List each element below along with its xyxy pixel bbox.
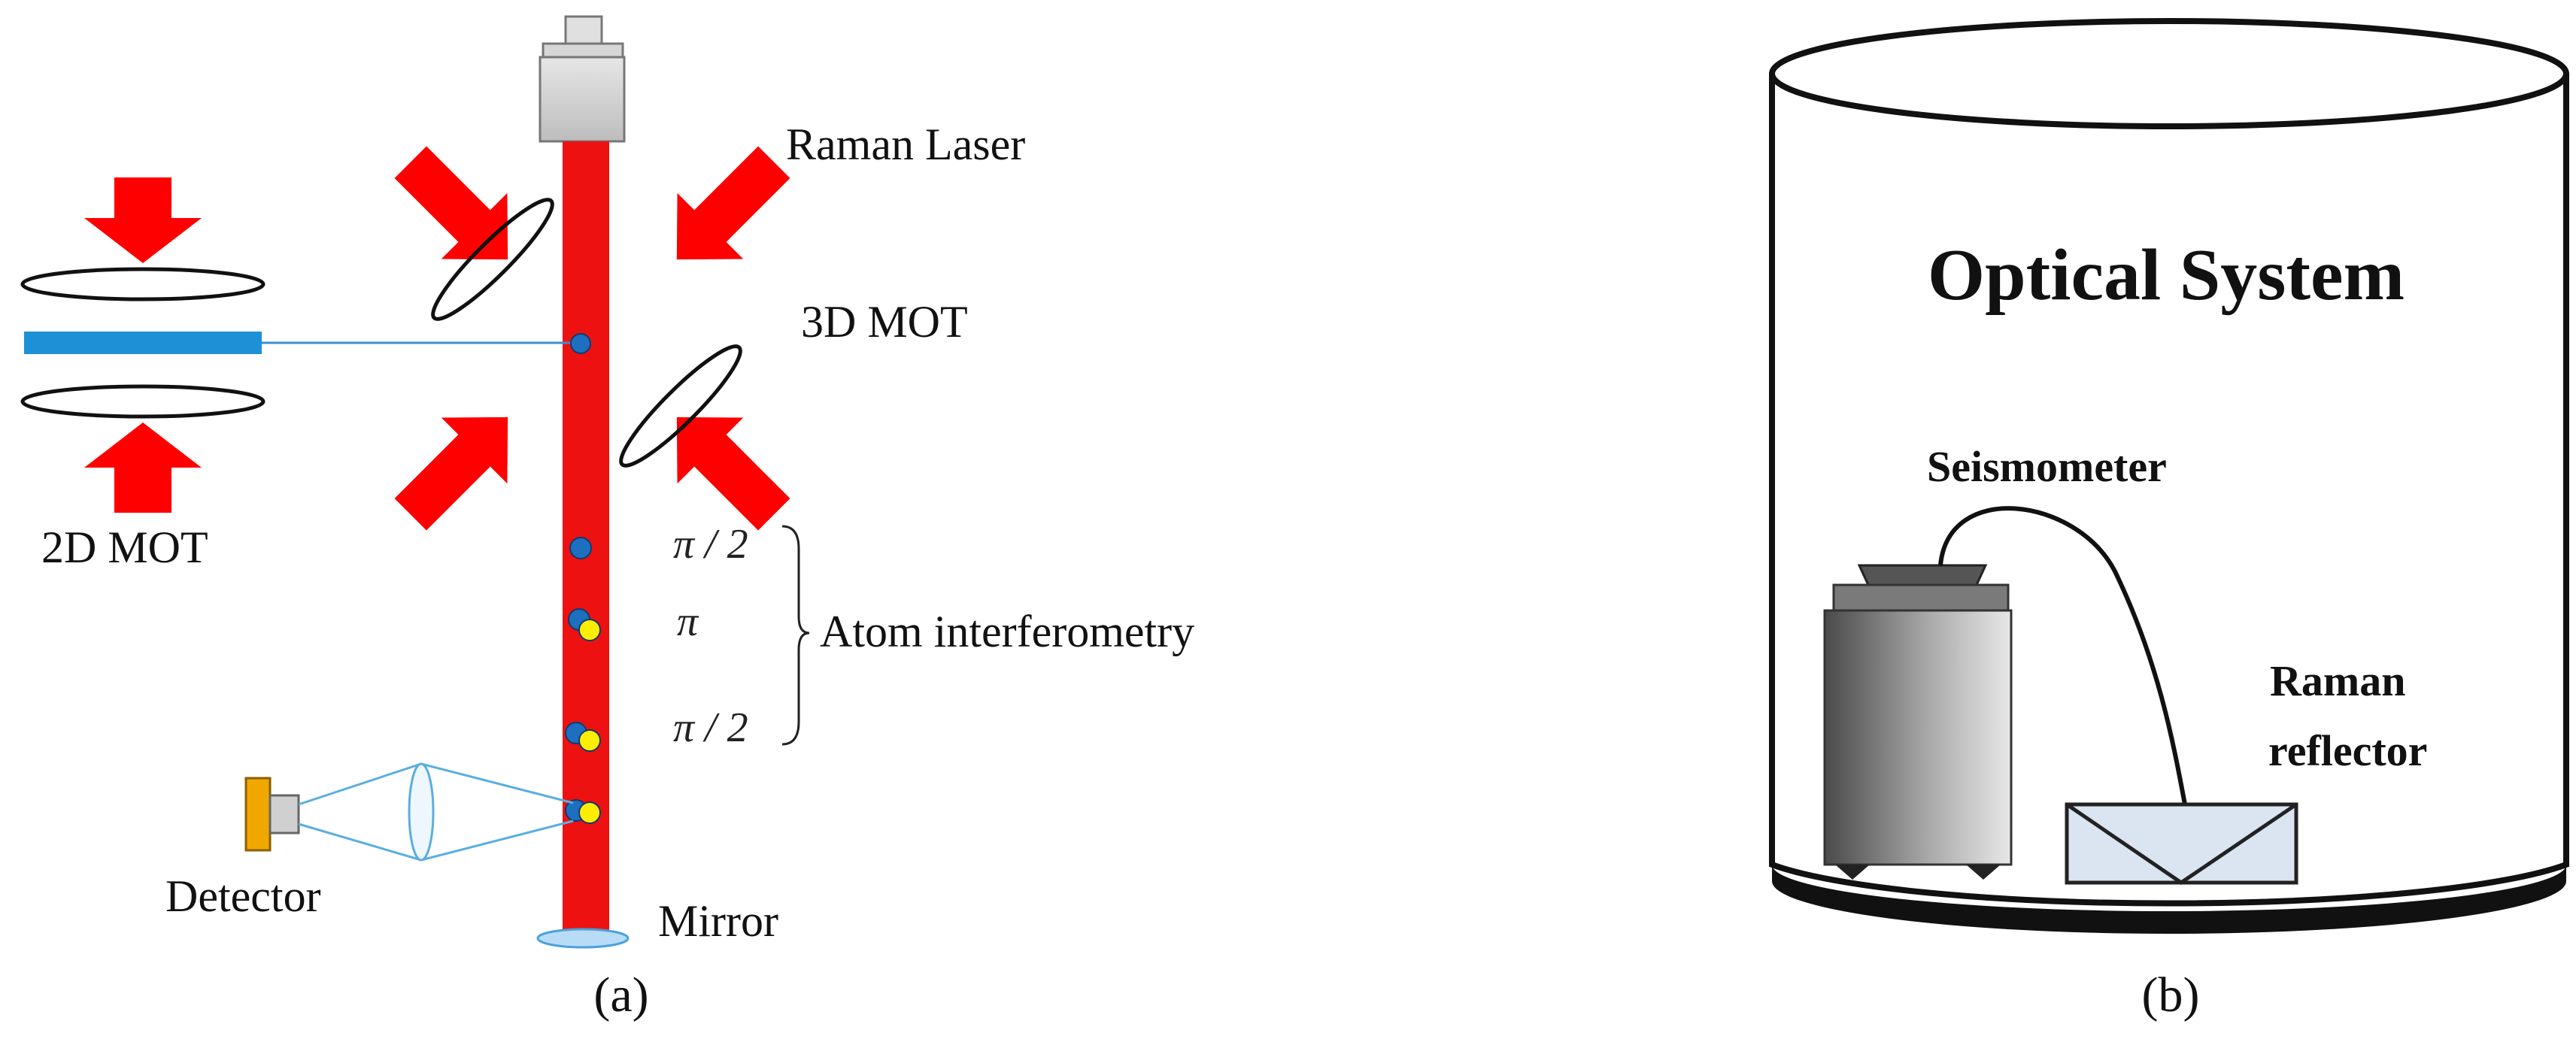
label-seismometer: Seismometer (1927, 442, 2167, 491)
seismometer-cable (1938, 506, 2187, 805)
label-optical-system: Optical System (1928, 235, 2405, 316)
mot-2d-arrow-down (84, 177, 202, 263)
label-2d-mot: 2D MOT (41, 523, 208, 572)
mirror (536, 928, 630, 949)
label-pulse-pi-half-2: π / 2 (673, 704, 748, 751)
mot-3d-arrow-bottom-right (676, 417, 790, 531)
atom-pulse-2-yellow (578, 619, 601, 641)
push-beam (24, 332, 262, 354)
tilted-optic-lower (619, 344, 742, 468)
label-reflector: reflector (2268, 726, 2427, 775)
caption-a: (a) (593, 968, 648, 1022)
atom-detect-yellow (578, 801, 601, 824)
atom-pulse-3-yellow (578, 729, 601, 752)
caption-b: (b) (2142, 968, 2200, 1022)
mot-3d-arrow-top-left (394, 146, 508, 260)
interferometry-bracket (781, 525, 810, 746)
detection-light-cone (298, 762, 574, 862)
mot-2d-coils (20, 267, 265, 419)
raman-laser-source (539, 15, 626, 143)
interferometry-atoms (565, 537, 601, 824)
label-detector: Detector (165, 871, 321, 921)
label-pulse-pi-half-1: π / 2 (673, 521, 748, 568)
mot-3d-arrow-bottom-left (394, 417, 508, 531)
label-3d-mot: 3D MOT (801, 297, 968, 347)
label-atom-interferometry: Atom interferometry (820, 607, 1194, 656)
seismometer (1823, 564, 2013, 880)
panel-b: Optical System Seismometer Raman reflect… (1769, 18, 2569, 1022)
mot-2d-arrow-up (84, 423, 202, 513)
atom-pulse-1 (569, 537, 592, 559)
label-raman: Raman (2270, 656, 2405, 705)
label-pulse-pi: π (677, 598, 699, 645)
detector (244, 777, 300, 852)
detection-lens (408, 762, 435, 862)
tilted-optic-upper (431, 198, 554, 321)
atom-cloud-3d-mot (570, 333, 591, 354)
raman-reflector (2065, 802, 2298, 886)
panel-a: Raman Laser 3D MOT 2D MOT π / 2 π π / 2 … (20, 15, 1194, 1022)
label-mirror: Mirror (658, 896, 778, 946)
label-raman-laser: Raman Laser (786, 120, 1025, 169)
mot-3d-arrow-top-right (676, 146, 790, 260)
